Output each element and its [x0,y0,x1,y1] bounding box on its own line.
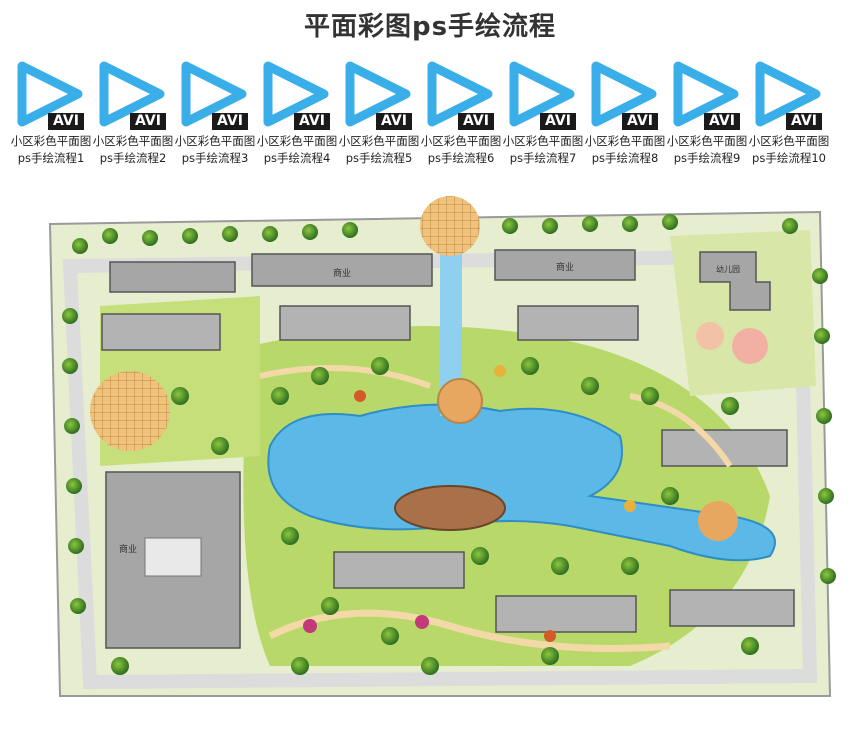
avi-badge: AVI [48,113,84,130]
play-video-icon [591,61,657,127]
file-label: 小区彩色平面图ps手绘流程10 [748,134,830,165]
file-label: 小区彩色平面图ps手绘流程8 [584,134,666,165]
play-video-icon [263,61,329,127]
tree-cluster [62,214,836,675]
file-label: 小区彩色平面图ps手绘流程3 [174,134,256,165]
water-axis [440,226,462,416]
video-file-3[interactable]: AVI 小区彩色平面图ps手绘流程3 [174,58,256,188]
video-file-5[interactable]: AVI 小区彩色平面图ps手绘流程5 [338,58,420,188]
play-video-icon [345,61,411,127]
garden-path [259,365,432,389]
file-label: 小区彩色平面图ps手绘流程5 [338,134,420,165]
video-file-4[interactable]: AVI 小区彩色平面图ps手绘流程4 [256,58,338,188]
kindergarten-play-circle [696,322,724,350]
residential-building [495,595,637,633]
flowering-tree-cluster [303,365,636,642]
residential-building [517,305,639,341]
site-plan-image: 商业 商业 幼儿园 商业 [48,196,836,697]
central-plaza [420,196,480,256]
lake [267,403,776,562]
rockery-island [394,485,506,531]
play-video-icon [673,61,739,127]
avi-badge: AVI [458,113,494,130]
play-video-icon [755,61,821,127]
atrium [144,537,202,577]
video-file-2[interactable]: AVI 小区彩色平面图ps手绘流程2 [92,58,174,188]
file-label: 小区彩色平面图ps手绘流程6 [420,134,502,165]
play-video-icon [181,61,247,127]
garden-path [268,609,671,652]
fountain-plaza [437,378,483,424]
video-file-6[interactable]: AVI 小区彩色平面图ps手绘流程6 [420,58,502,188]
play-video-icon [17,61,83,127]
kindergarten-building [699,251,771,311]
play-video-icon [427,61,493,127]
file-label: 小区彩色平面图ps手绘流程4 [256,134,338,165]
play-video-icon [509,61,575,127]
video-file-1[interactable]: AVI 小区彩色平面图ps手绘流程1 [10,58,92,188]
video-file-list: AVI 小区彩色平面图ps手绘流程1 AVI 小区彩色平面图ps手绘流程2 AV… [10,58,850,188]
video-file-8[interactable]: AVI 小区彩色平面图ps手绘流程8 [584,58,666,188]
file-label: 小区彩色平面图ps手绘流程7 [502,134,584,165]
play-video-icon [99,61,165,127]
paved-plaza [698,501,738,541]
kindergarten-play-circle [732,328,768,364]
avi-badge: AVI [786,113,822,130]
residential-building [279,305,411,341]
video-file-10[interactable]: AVI 小区彩色平面图ps手绘流程10 [748,58,830,188]
commercial-label: 商业 [333,267,351,279]
page-title: 平面彩图ps手绘流程 [303,12,557,42]
kindergarten-label: 幼儿园 [716,264,740,274]
residential-building [669,589,795,627]
avi-badge: AVI [540,113,576,130]
file-label: 小区彩色平面图ps手绘流程9 [666,134,748,165]
commercial-building [251,253,433,287]
commercial-building [494,249,636,281]
avi-badge: AVI [294,113,330,130]
avi-badge: AVI [704,113,740,130]
avi-badge: AVI [376,113,412,130]
residential-building [101,313,221,351]
video-file-7[interactable]: AVI 小区彩色平面图ps手绘流程7 [502,58,584,188]
commercial-building [109,261,236,293]
commercial-label: 商业 [119,543,137,555]
avi-badge: AVI [622,113,658,130]
video-file-9[interactable]: AVI 小区彩色平面图ps手绘流程9 [666,58,748,188]
paved-plaza [90,371,170,451]
residential-building [333,551,465,589]
commercial-label: 商业 [556,261,574,273]
file-label: 小区彩色平面图ps手绘流程2 [92,134,174,165]
file-label: 小区彩色平面图ps手绘流程1 [10,134,92,165]
avi-badge: AVI [212,113,248,130]
avi-badge: AVI [130,113,166,130]
